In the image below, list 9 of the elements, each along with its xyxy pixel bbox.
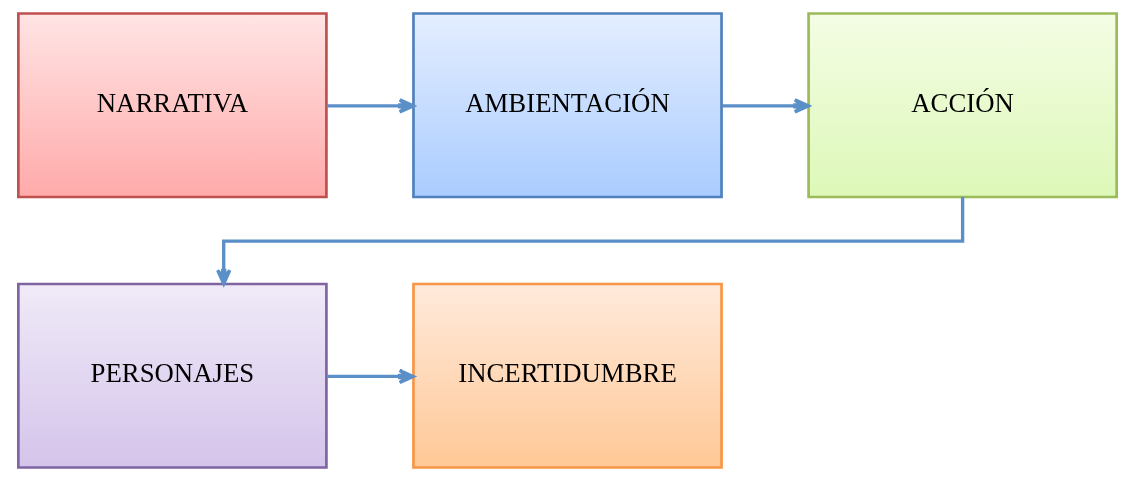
- node-box: NARRATIVA: [16, 12, 328, 199]
- node-box: PERSONAJES: [16, 282, 328, 469]
- node-box: AMBIENTACIÓN: [411, 12, 723, 199]
- arrow: [326, 98, 415, 114]
- arrow: [215, 197, 964, 286]
- arrow: [721, 98, 810, 114]
- node-box: ACCIÓN: [806, 12, 1118, 199]
- arrow: [326, 368, 415, 385]
- node-box: INCERTIDUMBRE: [411, 282, 723, 469]
